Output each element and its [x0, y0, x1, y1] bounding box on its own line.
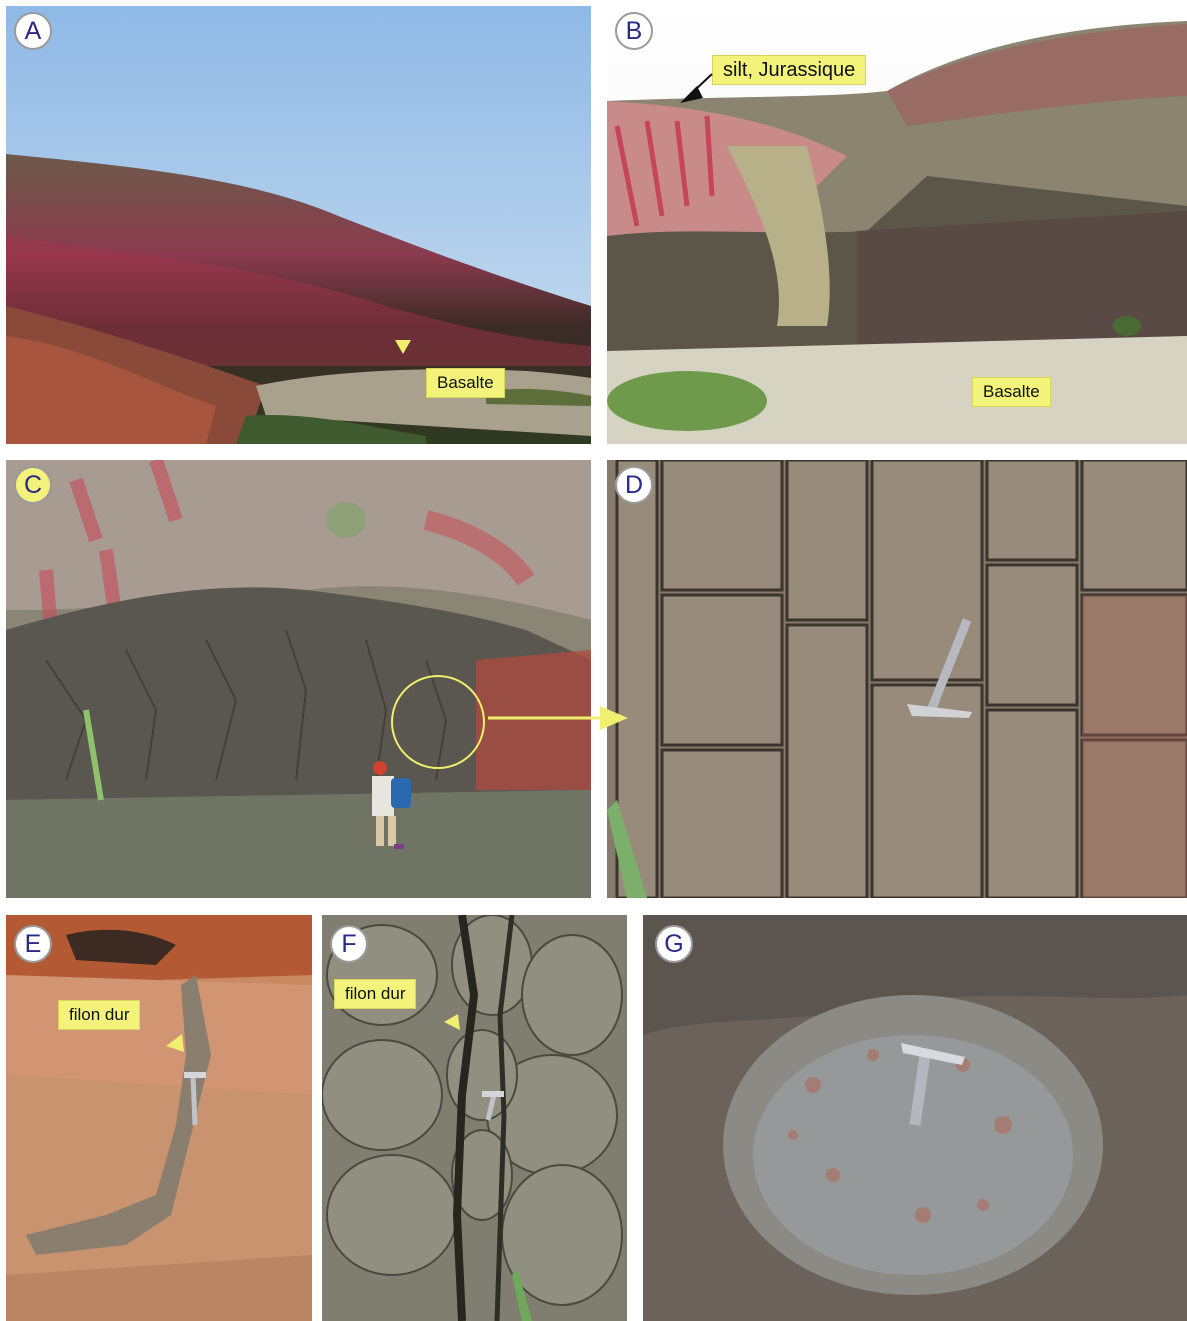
- geologist-figure: [372, 761, 411, 849]
- photo-panel-c: [6, 460, 591, 898]
- annotation-filon-dur-e: filon dur: [58, 1000, 141, 1030]
- photo-g-weathered-basalt: [643, 915, 1187, 1321]
- photo-panel-e: [6, 915, 312, 1321]
- photo-e-dike-red-rock: [6, 915, 312, 1321]
- annotation-basalte-a: Basalte: [426, 368, 505, 398]
- annotation-basalte-b: Basalte: [972, 377, 1051, 407]
- annotation-filon-dur-f: filon dur: [334, 979, 417, 1009]
- rock-hammer: [907, 618, 972, 718]
- photo-panel-f: [322, 915, 627, 1321]
- panel-label-a: A: [14, 12, 52, 50]
- panel-label-c: C: [14, 466, 52, 504]
- annotation-silt-jurassique: silt, Jurassique: [712, 55, 867, 85]
- photo-panel-b: [607, 6, 1187, 444]
- rock-hammer: [184, 1072, 206, 1126]
- photo-b-silt-basalt-cliff: [607, 6, 1187, 444]
- panel-label-g: G: [655, 925, 693, 963]
- panel-label-f: F: [330, 925, 368, 963]
- panel-label-b: B: [615, 12, 653, 50]
- panel-label-e: E: [14, 925, 52, 963]
- photo-d-columnar-basalt-closeup: [607, 460, 1187, 898]
- rock-hammer: [482, 1091, 504, 1121]
- photo-panel-d: [607, 460, 1187, 898]
- photo-c-basalt-outcrop-geologist: [6, 460, 591, 898]
- photo-panel-g: [643, 915, 1187, 1321]
- photo-f-dike-grey-rock: [322, 915, 627, 1321]
- panel-label-d: D: [615, 466, 653, 504]
- rock-hammer: [901, 1043, 965, 1126]
